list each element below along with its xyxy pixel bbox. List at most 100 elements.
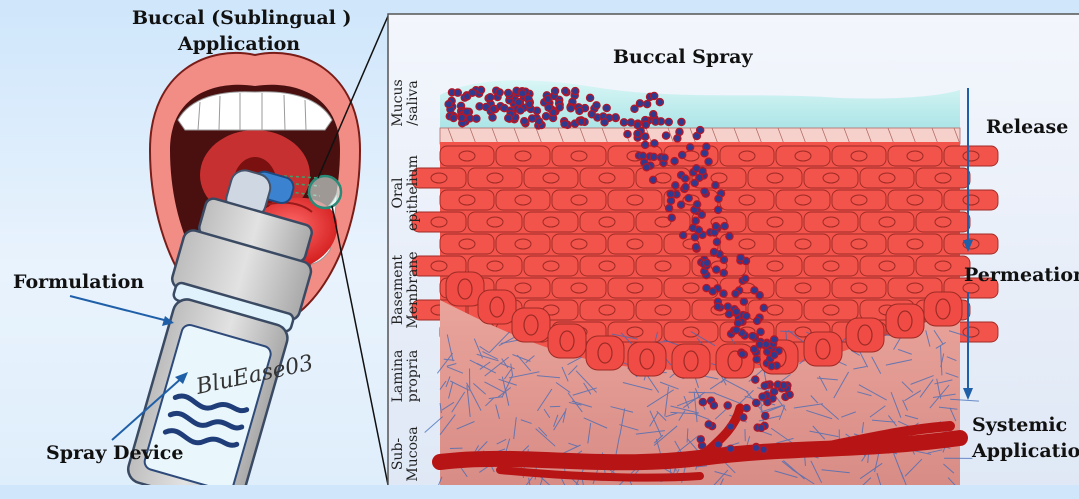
drug-particle [786,391,793,398]
drug-particle [562,87,569,94]
epithelial-cell [804,300,858,320]
basal-cell [512,308,550,342]
formulation-arrow [70,296,174,326]
drug-particle [666,205,673,212]
drug-particle [770,388,777,395]
drug-particle [720,290,727,297]
drug-particle [519,90,526,97]
drug-particle [705,421,712,428]
epithelial-cell [580,300,634,320]
drug-particle [703,259,710,266]
drug-particle [753,399,760,406]
epithelial-cell [524,256,578,276]
drug-particle [764,399,771,406]
drug-particle [699,167,706,174]
epithelial-cell [440,234,494,254]
epithelial-cell [860,256,914,276]
drug-particle [671,157,678,164]
drug-particle [473,115,480,122]
drug-particle [691,234,698,241]
application-label-line1: Buccal (Sublingual ) [132,7,351,29]
drug-particle [487,94,494,101]
drug-particle [771,351,778,358]
drug-particle [712,223,719,230]
drug-particle [726,233,733,240]
epithelial-cell [804,168,858,188]
drug-particle [701,150,708,157]
systemic-label-line1: Systemic [972,414,1067,436]
drug-particle [526,101,533,108]
epithelial-cell [832,146,886,166]
drug-particle [678,118,685,125]
drug-particle [713,238,720,245]
drug-particle [496,89,503,96]
epithelial-cell [916,256,970,276]
drug-particle [749,333,756,340]
drug-particle [682,184,689,191]
drug-particle [740,298,747,305]
basal-cell [548,324,586,358]
drug-particle [752,376,759,383]
drug-particle [490,105,497,112]
drug-particle [737,254,744,261]
drug-particle [521,118,528,125]
epithelial-cell [748,168,802,188]
formulation-label: Formulation [13,271,144,293]
drug-particle [567,105,574,112]
epithelial-cell [496,190,550,210]
epithelial-cell [636,300,690,320]
drug-particle [724,402,731,409]
drug-particle [612,114,619,121]
basal-cell [804,332,842,366]
drug-particle [751,287,758,294]
epithelial-cell [776,234,830,254]
drug-particle [650,176,657,183]
drug-particle [743,312,750,319]
drug-particle [652,118,659,125]
epithelial-cell [832,234,886,254]
epithelial-cell [832,190,886,210]
epithelial-cell [440,146,494,166]
epithelial-cell [496,146,550,166]
basal-cell [478,290,516,324]
epithelial-cell [440,190,494,210]
drug-particle [712,182,719,189]
drug-particle [578,118,585,125]
drug-particle [656,99,663,106]
drug-particle [469,89,476,96]
drug-particle [624,131,631,138]
epithelial-cell [552,146,606,166]
drug-particle [754,317,761,324]
drug-particle [701,188,708,195]
drug-particle [733,308,740,315]
epithelial-cell [944,190,998,210]
epithelial-cell [608,234,662,254]
epithelial-cell [608,190,662,210]
drug-particle [753,356,760,363]
drug-particle [515,99,522,106]
drug-particle [642,141,649,148]
drug-particle [678,201,685,208]
epithelial-cell [916,212,970,232]
drug-particle [556,104,563,111]
drug-particle [734,320,741,327]
drug-particle [695,227,702,234]
drug-particle [715,206,722,213]
drug-particle [601,119,608,126]
epithelial-cell [524,212,578,232]
epithelial-cell [776,278,830,298]
epithelial-cell [636,256,690,276]
systemic-label-line2: Application [972,440,1079,462]
drug-particle [586,94,593,101]
drug-particle [742,275,749,282]
drug-particle [699,398,706,405]
drug-particle [454,89,461,96]
drug-particle [757,328,764,335]
diagram-canvas: BluEase03 [0,0,1079,485]
drug-particle [705,158,712,165]
drug-particle [535,118,542,125]
drug-particle [661,154,668,161]
drug-particle [698,211,705,218]
epithelial-cell [552,278,606,298]
